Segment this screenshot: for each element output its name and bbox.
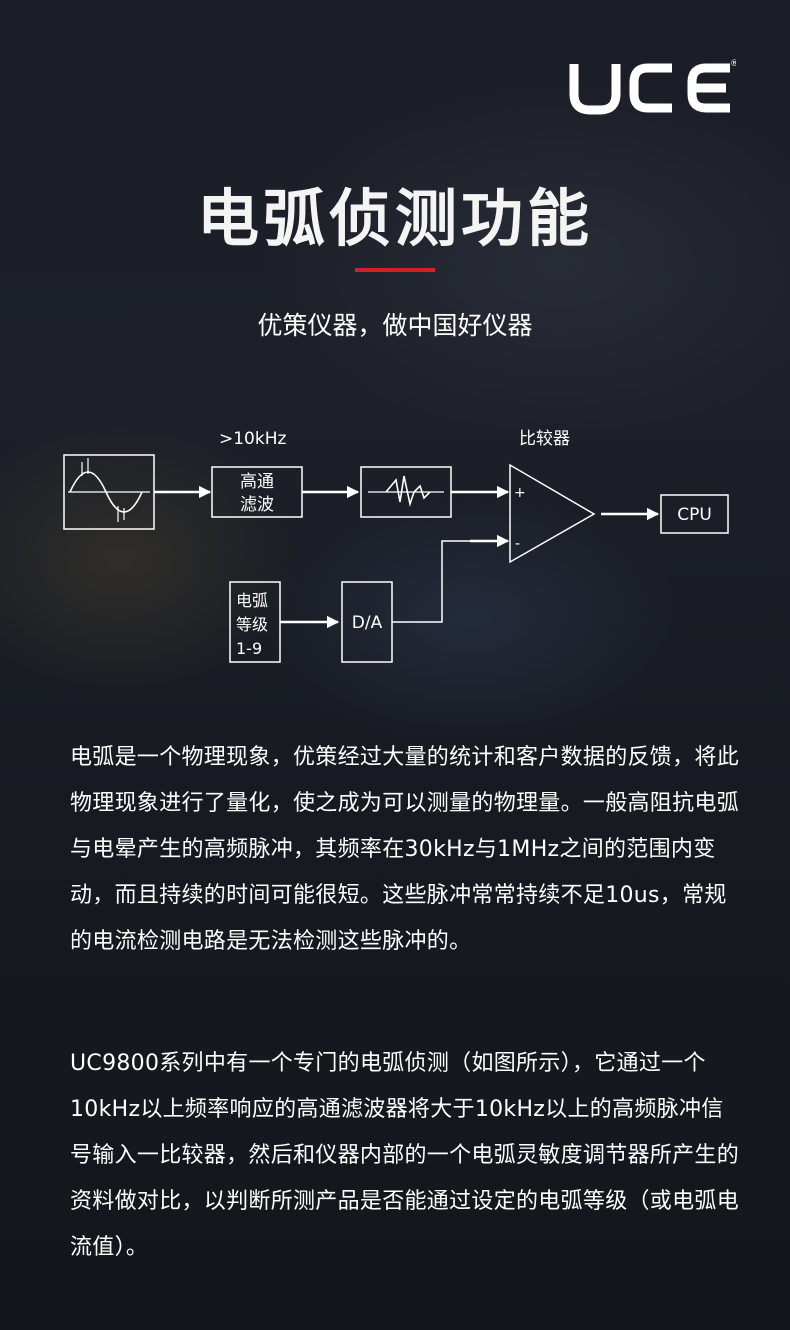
comparator-symbol: + - — [509, 463, 596, 564]
da-label: D/A — [352, 613, 383, 633]
comparator-plus: + — [514, 485, 526, 501]
comparator-label: 比较器 — [519, 429, 570, 449]
description-paragraph-2: UC9800系列中有一个专门的电弧侦测（如图所示），它通过一个10kHz以上频率… — [70, 1051, 740, 1260]
arc-level-line1: 电弧 — [236, 591, 268, 610]
highpass-label-line2: 滤波 — [240, 495, 274, 515]
registered-mark: ® — [730, 59, 736, 69]
arc-level-line2: 等级 — [236, 615, 268, 634]
arc-level-box: 电弧 等级 1-9 — [229, 581, 281, 663]
arc-level-line3: 1-9 — [236, 639, 262, 658]
page-subtitle: 优策仪器，做中国好仪器 — [257, 311, 533, 340]
highpass-filter-box: 高通 滤波 — [211, 466, 303, 518]
highpass-label-line1: 高通 — [240, 472, 274, 492]
sine-wave-icon — [69, 471, 143, 513]
comparator-minus: - — [515, 536, 520, 552]
description-paragraph-1: 电弧是一个物理现象，优策经过大量的统计和客户数据的反馈，将此物理现象进行了量化，… — [70, 745, 740, 954]
arc-detection-diagram: >10kHz 比较器 高通 滤波 + - CPU — [63, 429, 729, 663]
page-title: 电弧侦测功能 — [196, 182, 593, 255]
input-signal-box — [63, 454, 155, 530]
cpu-box: CPU — [660, 494, 729, 534]
wire-da-to-comparator — [392, 540, 508, 623]
pulse-signal-box — [360, 466, 452, 518]
title-accent-bar — [355, 268, 435, 272]
cpu-label: CPU — [677, 505, 712, 525]
uce-logo: ® — [569, 59, 736, 115]
pulse-wave-icon — [385, 475, 431, 508]
da-converter-box: D/A — [341, 581, 393, 663]
frequency-label: >10kHz — [219, 429, 287, 449]
